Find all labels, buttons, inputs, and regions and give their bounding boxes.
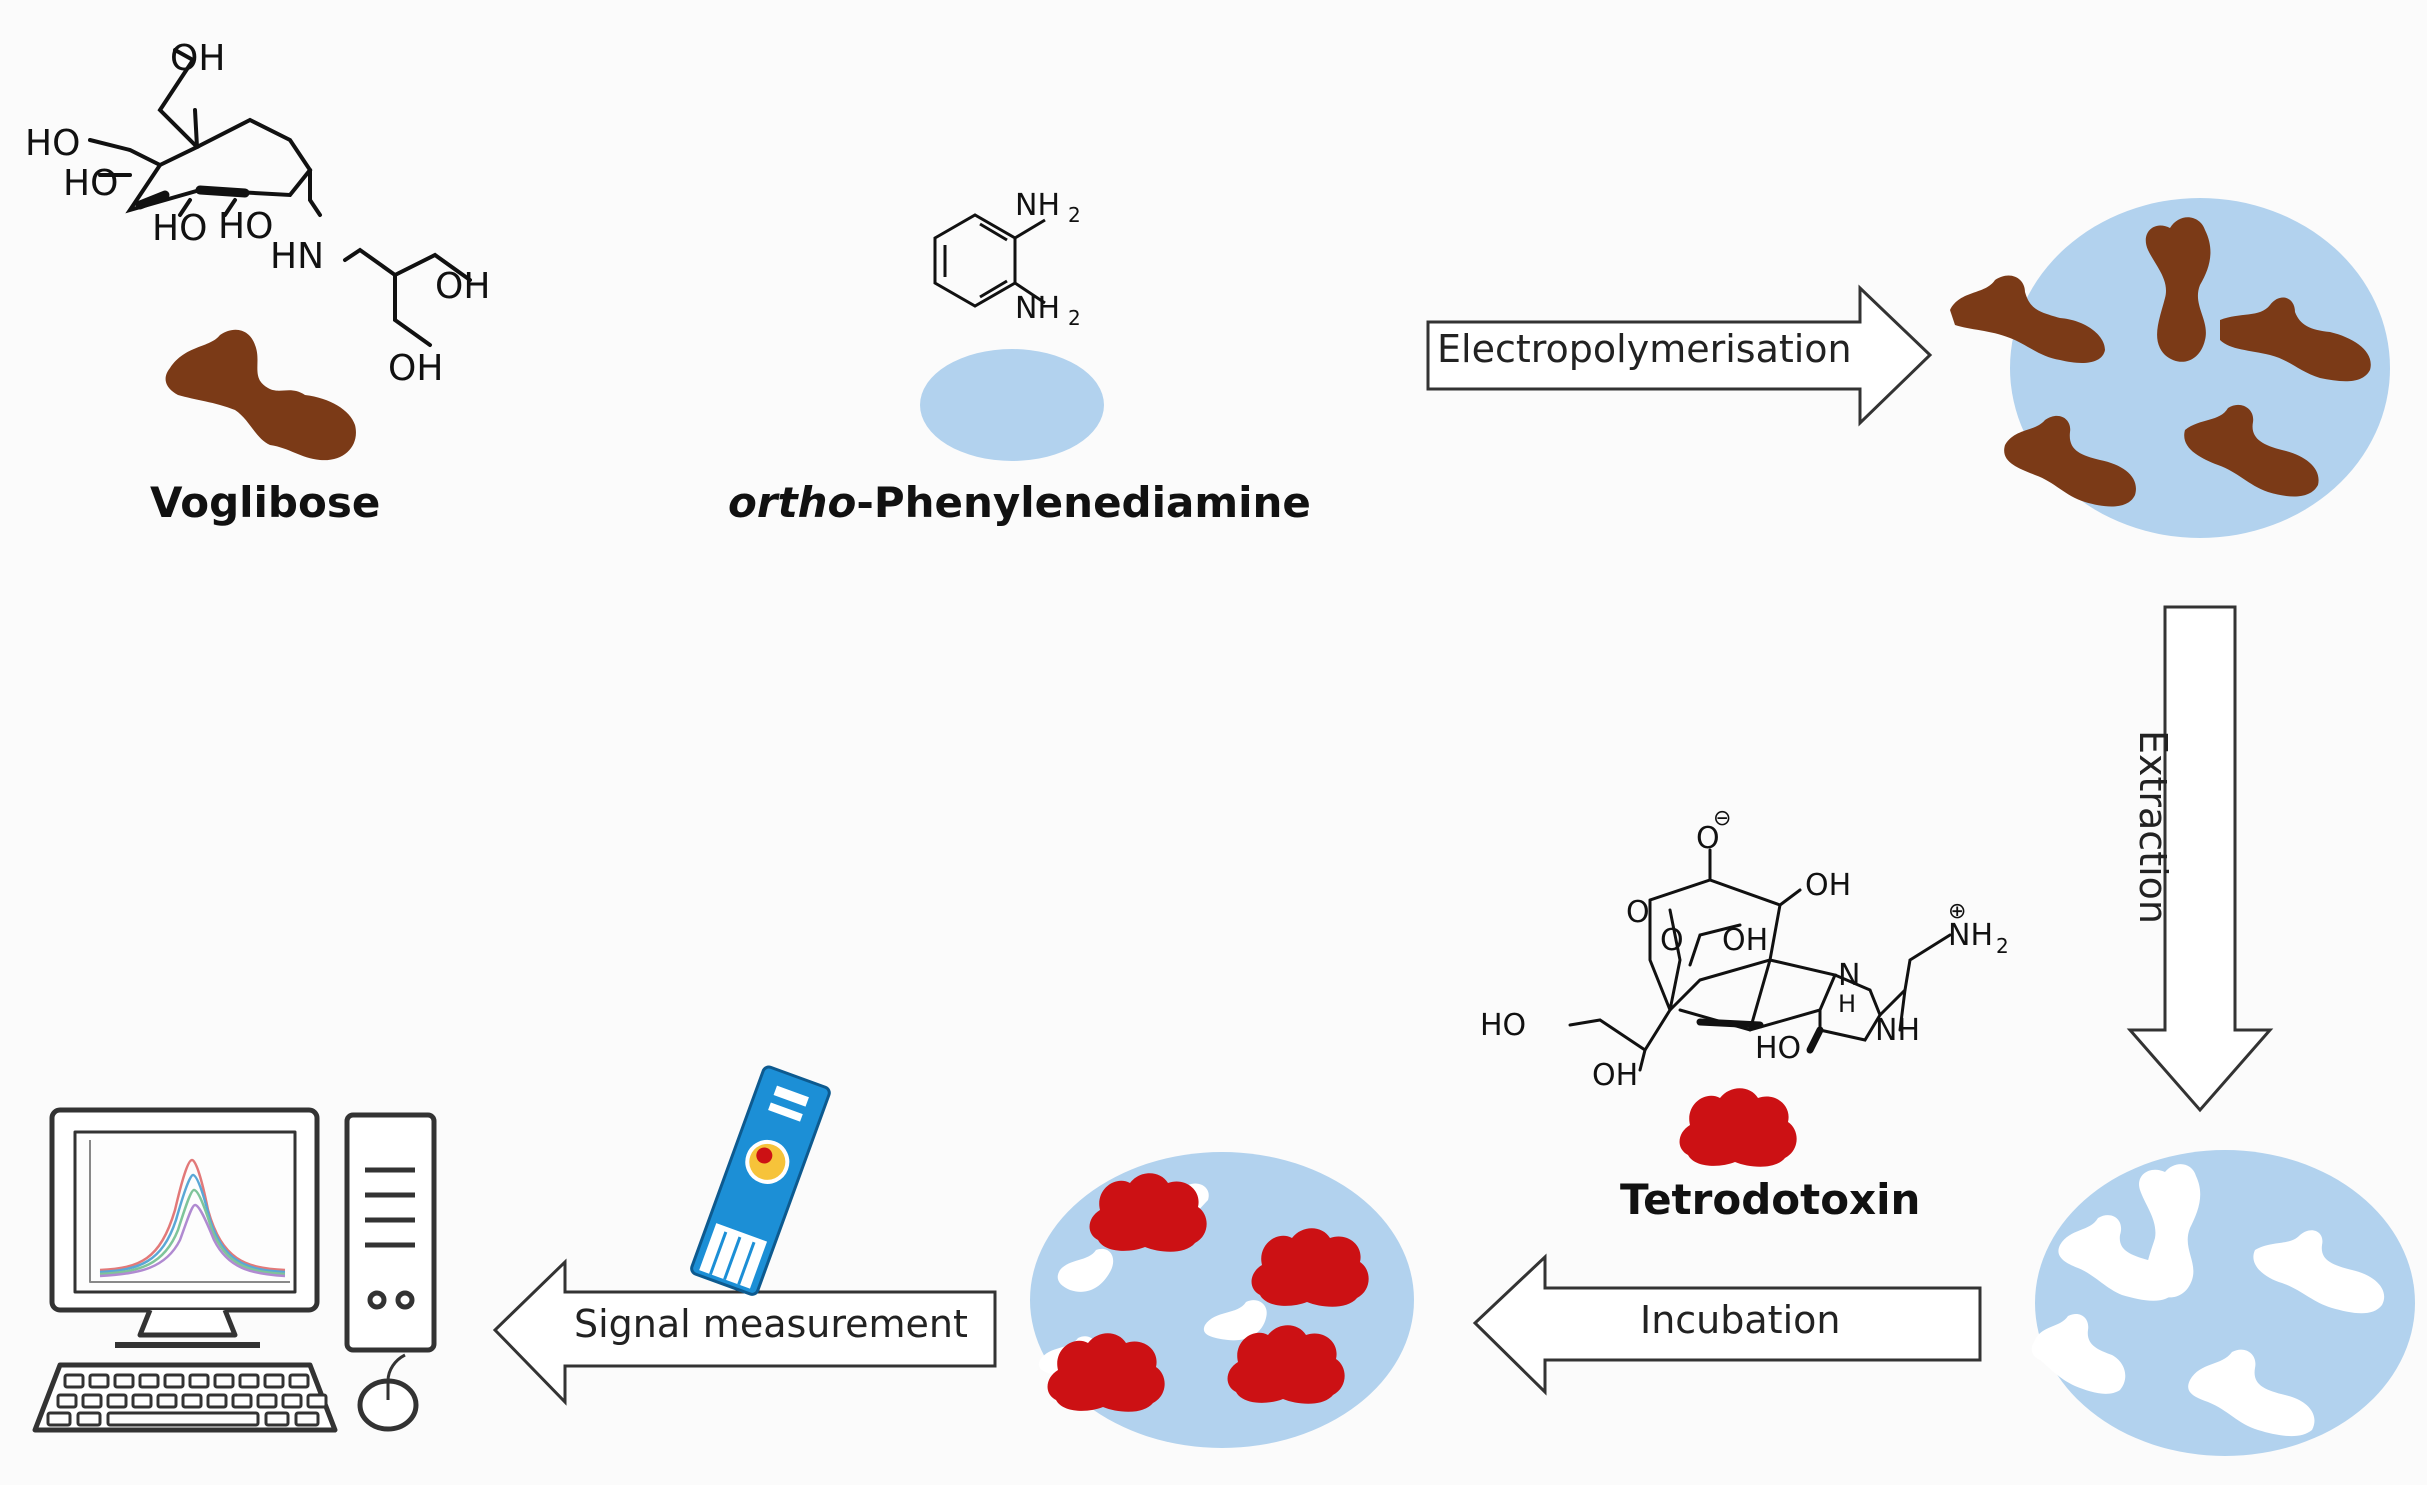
atom-oh-1: OH [1805, 868, 1851, 903]
atom-sub-bottom: 2 [1068, 306, 1081, 330]
extraction-arrow [2126, 605, 2274, 1113]
opd-label-rest: -Phenylenediamine [856, 478, 1311, 527]
template-blob [165, 329, 356, 461]
voglibose-atoms: OH HO HO HO HO HN OH OH [25, 38, 490, 389]
atom-ho-1: HO [1480, 1008, 1526, 1043]
atom-ho-4: HO [218, 206, 273, 247]
electrode-strip [690, 1065, 831, 1296]
atom-o-ring-1: O [1626, 895, 1650, 930]
atom-nh: NH [1875, 1013, 1920, 1048]
polymer-with-analyte [1030, 1152, 1414, 1448]
monomer-ellipse [920, 349, 1104, 461]
atom-o-minus: O [1696, 821, 1720, 856]
atom-sub-top: 2 [1068, 203, 1081, 227]
voglibose-structure [88, 48, 472, 347]
tetrodotoxin-structure [1568, 848, 1952, 1072]
electropolymerisation-label: Electropolymerisation [1437, 327, 1852, 371]
signal-measurement-label: Signal measurement [574, 1302, 968, 1346]
opd-label: ortho-Phenylenediamine [728, 478, 1311, 527]
atom-nh2-plus: NH [1948, 918, 1993, 953]
atom-nh2-bottom: NH [1015, 291, 1060, 326]
signal-measurement-arrow [492, 1258, 997, 1406]
computer-illustration [32, 1107, 437, 1433]
opd-structure [933, 213, 1046, 308]
extraction-label: Extraction [2131, 730, 2175, 924]
atom-oh-3: OH [1592, 1058, 1638, 1093]
atom-nh2-sub: 2 [1996, 934, 2009, 958]
tetrodotoxin-atoms: O ⊖ OH O O OH NH 2 ⊕ N H NH HO HO OH [1480, 806, 2009, 1093]
atom-ho-1: HO [25, 123, 80, 164]
polymer-with-templates [1950, 198, 2390, 538]
atom-ho-2: HO [63, 163, 118, 204]
atom-nh2-top: NH [1015, 188, 1060, 223]
atom-h: H [1838, 990, 1856, 1018]
atom-n: N [1838, 958, 1860, 993]
opd-atoms: NH 2 NH 2 [1015, 188, 1081, 330]
tetrodotoxin-label: Tetrodotoxin [1620, 1175, 1921, 1224]
polymer-with-cavities [2031, 1150, 2415, 1456]
incubation-label: Incubation [1640, 1298, 1841, 1342]
atom-oh-bottom: OH [388, 348, 443, 389]
electropolymerisation-arrow [1426, 284, 1933, 427]
incubation-arrow [1472, 1253, 1982, 1396]
atom-hn: HN [270, 236, 324, 277]
atom-ho-3: HO [152, 208, 207, 249]
opd-label-italic: ortho [728, 478, 857, 527]
atom-oh-right: OH [435, 266, 490, 307]
charge-plus: ⊕ [1948, 899, 1966, 924]
analyte-blob [1679, 1088, 1797, 1167]
atom-ho-2: HO [1755, 1031, 1801, 1066]
atom-oh-2: OH [1722, 923, 1768, 958]
atom-o-ring-2: O [1660, 923, 1684, 958]
atom-oh-top: OH [170, 38, 225, 79]
voglibose-label: Voglibose [150, 478, 381, 527]
charge-minus: ⊖ [1713, 806, 1731, 831]
